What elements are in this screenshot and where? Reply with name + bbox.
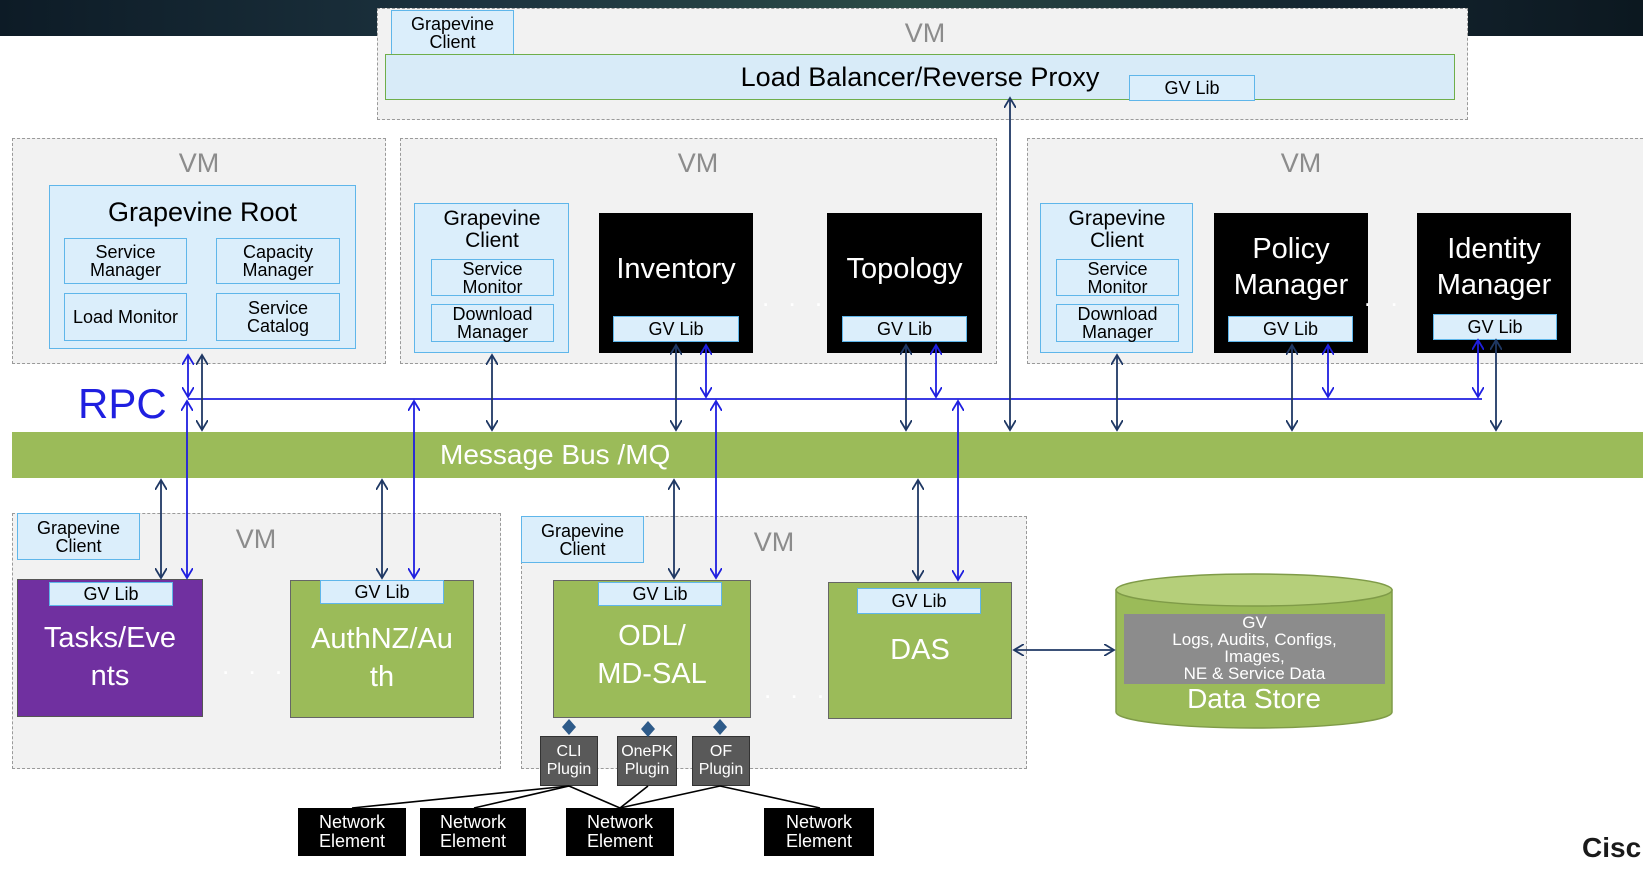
grapevine-client-bottom-mid: Grapevine Client	[521, 516, 644, 563]
vm-label: VM	[753, 527, 795, 557]
gv-lib-auth: GV Lib	[320, 580, 444, 604]
grapevine-client-top: Grapevine Client	[391, 10, 514, 56]
vm-label: VM	[904, 18, 946, 48]
service-manager-box: Service Manager	[64, 238, 187, 284]
vm-label: VM	[677, 148, 719, 178]
ellipsis-right: . . .	[1364, 282, 1431, 312]
cisco-logo-fragment: Cisc	[1582, 832, 1642, 863]
onepk-plugin: OnePK Plugin	[617, 736, 677, 786]
grapevine-client-label: Grapevine Client	[1068, 207, 1166, 253]
vm-label: VM	[235, 524, 277, 554]
network-element: Network Element	[764, 808, 874, 856]
ellipsis-mid: . . .	[762, 282, 829, 312]
network-element: Network Element	[566, 808, 674, 856]
message-bus	[12, 432, 1643, 478]
grapevine-client-label: Grapevine Client	[443, 207, 541, 253]
network-element: Network Element	[298, 808, 406, 856]
capacity-manager-box: Capacity Manager	[216, 238, 340, 284]
service-monitor-box: Service Monitor	[431, 259, 554, 296]
ellipsis-bottom-left: . . .	[222, 650, 289, 680]
data-store-inner-box: GV Logs, Audits, Configs, Images, NE & S…	[1124, 614, 1385, 684]
gv-lib-tasks: GV Lib	[49, 582, 173, 606]
load-balancer-bar	[385, 54, 1455, 100]
gv-lib-policy: GV Lib	[1228, 316, 1353, 342]
download-manager-box: Download Manager	[1056, 304, 1179, 342]
service-catalog-box: Service Catalog	[216, 293, 340, 341]
download-manager-box: Download Manager	[431, 304, 554, 342]
message-bus-label: Message Bus /MQ	[440, 439, 671, 470]
vm-label: VM	[1280, 148, 1322, 178]
gv-lib-identity: GV Lib	[1433, 314, 1557, 340]
cli-plugin: CLI Plugin	[540, 736, 598, 786]
gv-lib-inventory: GV Lib	[613, 316, 739, 342]
vm-label: VM	[178, 148, 220, 178]
data-store-label: Data Store	[1187, 683, 1321, 714]
rpc-label: RPC	[78, 380, 167, 427]
grapevine-root-title: Grapevine Root	[107, 197, 298, 227]
service-monitor-box: Service Monitor	[1056, 259, 1179, 296]
gv-lib-odl: GV Lib	[598, 582, 722, 606]
load-balancer-label: Load Balancer/Reverse Proxy	[740, 62, 1100, 92]
gv-lib-load-balancer: GV Lib	[1129, 75, 1255, 101]
load-monitor-box: Load Monitor	[64, 293, 187, 341]
network-element: Network Element	[420, 808, 526, 856]
grapevine-client-bottom-left: Grapevine Client	[17, 513, 140, 560]
ellipsis-bottom-mid: . . .	[764, 674, 831, 704]
gv-lib-das: GV Lib	[857, 588, 981, 614]
of-plugin: OF Plugin	[692, 736, 750, 786]
gv-lib-topology: GV Lib	[842, 316, 967, 342]
